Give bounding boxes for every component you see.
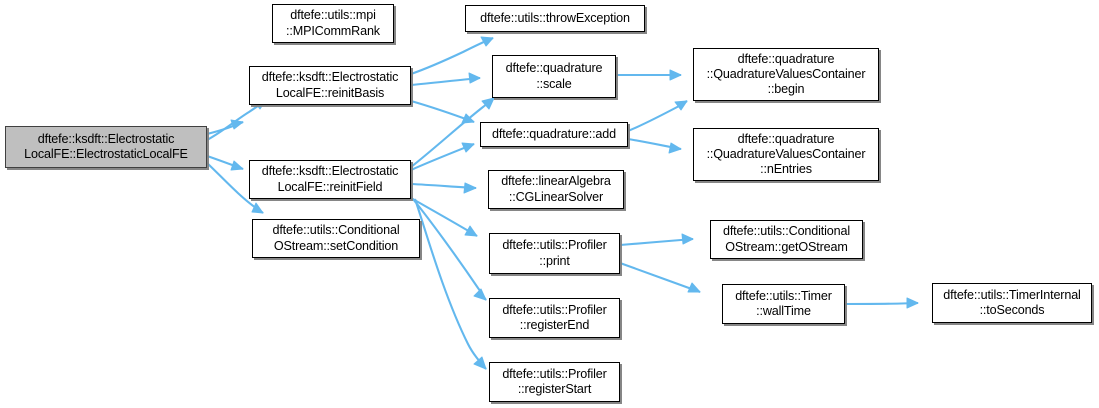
graph-node-root[interactable]: dftefe::ksdft::Electrostatic LocalFE::El… [5,126,207,168]
graph-node-setcondition[interactable]: dftefe::utils::Conditional OStream::setC… [252,219,420,258]
graph-node-throwexception[interactable]: dftefe::utils::throwException [465,5,645,32]
call-edge [206,155,244,170]
graph-node-quadscale[interactable]: dftefe::quadrature ::scale [492,55,616,98]
graph-node-label: dftefe::quadrature ::QuadratureValuesCon… [706,131,866,177]
graph-node-profilerprint[interactable]: dftefe::utils::Profiler ::print [489,233,620,274]
call-edge [627,100,688,132]
call-edge-arrowhead [668,142,682,154]
graph-node-getostream[interactable]: dftefe::utils::Conditional OStream::getO… [710,220,863,259]
call-edge [619,237,694,247]
graph-node-label: dftefe::linearAlgebra ::CGLinearSolver [501,174,611,204]
graph-node-label: dftefe::quadrature ::QuadratureValuesCon… [706,51,866,97]
call-edge [414,198,487,370]
graph-node-label: dftefe::ksdft::Electrostatic LocalFE::re… [261,70,399,100]
graph-node-label: dftefe::utils::Profiler ::print [502,238,607,268]
graph-node-label: dftefe::ksdft::Electrostatic LocalFE::El… [24,131,188,161]
call-edge [410,182,477,190]
call-edge-arrowhead [473,356,487,370]
call-edge [410,99,475,123]
call-edge-arrowhead [674,100,688,111]
graph-node-mpicommrank[interactable]: dftefe::utils::mpi ::MPICommRank [272,4,394,43]
call-edge-arrowhead [681,233,694,245]
graph-node-label: dftefe::quadrature ::scale [505,61,603,91]
call-edge-arrowhead [464,225,478,237]
graph-node-label: dftefe::utils::mpi ::MPICommRank [286,8,380,38]
graph-node-label: dftefe::utils::throwException [480,10,630,25]
graph-node-label: dftefe::utils::TimerInternal ::toSeconds [943,287,1081,317]
call-edge-arrowhead [669,69,682,81]
call-edge-arrowhead [230,160,244,171]
call-edge-arrowhead [468,72,481,84]
call-edge [412,198,487,301]
call-edge [619,262,701,293]
graph-node-label: dftefe::ksdft::Electrostatic LocalFE::re… [261,164,399,194]
graph-node-registerend[interactable]: dftefe::utils::Profiler ::registerEnd [489,298,620,338]
graph-node-label: dftefe::utils::Profiler ::registerStart [502,366,607,396]
call-edge [410,76,481,87]
call-edge-arrowhead [687,282,701,293]
graph-node-wallTime[interactable]: dftefe::utils::Timer ::wallTime [722,284,845,324]
call-edge [206,99,267,141]
call-edge-arrowhead [481,97,495,110]
call-edge-arrowhead [230,119,244,130]
graph-node-label: dftefe::utils::Profiler ::registerEnd [502,302,607,332]
graph-node-reinitfield[interactable]: dftefe::ksdft::Electrostatic LocalFE::re… [249,160,411,199]
call-edge [410,143,475,171]
graph-node-label: dftefe::utils::Conditional OStream::setC… [272,223,400,253]
call-edge-arrowhead [463,182,477,194]
call-edge-arrowhead [906,297,919,309]
graph-node-reinitbasis[interactable]: dftefe::ksdft::Electrostatic LocalFE::re… [249,66,411,105]
graph-node-qvcbegin[interactable]: dftefe::quadrature ::QuadratureValuesCon… [693,48,879,101]
call-edge-arrowhead [461,142,475,153]
call-edge-arrowhead [251,202,264,214]
graph-node-label: dftefe::quadrature::add [492,126,616,141]
graph-node-registerstart[interactable]: dftefe::utils::Profiler ::registerStart [489,362,620,402]
call-edge-arrowhead [480,36,494,47]
call-edge [410,197,478,237]
graph-node-toseconds[interactable]: dftefe::utils::TimerInternal ::toSeconds [932,283,1092,323]
call-edge [410,37,494,75]
graph-node-qvcnentries[interactable]: dftefe::quadrature ::QuadratureValuesCon… [693,128,879,181]
graph-node-label: dftefe::utils::Timer ::wallTime [735,288,832,318]
call-edge [844,301,919,306]
call-edge [627,137,682,151]
graph-node-cglinearsolver[interactable]: dftefe::linearAlgebra ::CGLinearSolver [488,170,624,209]
call-edge [206,121,244,136]
graph-node-quadadd[interactable]: dftefe::quadrature::add [480,122,628,147]
graph-node-label: dftefe::utils::Conditional OStream::getO… [722,224,850,254]
call-edge-arrowhead [473,288,487,301]
call-edge-arrowhead [461,113,475,124]
